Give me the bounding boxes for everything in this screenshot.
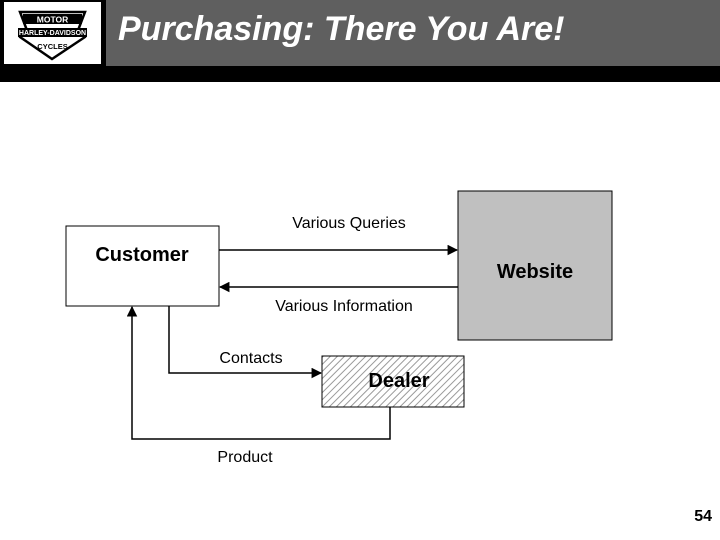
logo-bottom-text: CYCLES [37,42,67,51]
product-label: Product [217,449,273,466]
logo-top-text: MOTOR [37,15,68,25]
website-label: Website [497,261,573,283]
customer-box [65,225,220,307]
page-number: 54 [694,508,712,525]
product-arrow [126,305,391,440]
queries-label: Various Queries [292,215,406,232]
information-label: Various Information [275,298,413,315]
dealer-label: Dealer [368,370,429,392]
dealer-box [321,355,465,408]
website-box [457,190,613,341]
contacts-label: Contacts [219,350,282,367]
contacts-arrow [168,306,323,379]
title-panel: Purchasing: There You Are! [106,0,720,66]
harley-davidson-logo: MOTOR HARLEY-DAVIDSON CYCLES [4,2,101,64]
slide-title: Purchasing: There You Are! [118,10,565,48]
logo-middle-text: HARLEY-DAVIDSON [19,30,86,37]
customer-label: Customer [95,244,189,266]
logo-graphic: MOTOR HARLEY-DAVIDSON CYCLES [18,10,87,61]
